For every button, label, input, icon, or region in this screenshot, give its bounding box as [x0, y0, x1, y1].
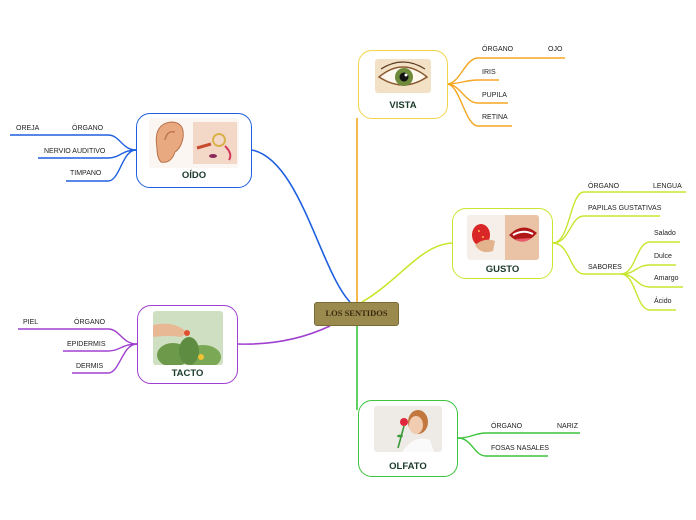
connector-oido [251, 149, 351, 303]
topic-gusto[interactable]: GUSTO [452, 208, 553, 279]
sabor-amargo: Amargo [654, 275, 679, 282]
tacto-organo-label: ÓRGANO [74, 319, 106, 326]
sabor-salado: Salado [654, 230, 676, 237]
oido-organo-value: OREJA [16, 125, 40, 132]
connector-tacto [237, 325, 331, 345]
sabor-acido: Ácido [654, 298, 672, 305]
ear-anatomy [149, 118, 239, 168]
gusto-organo-value: LENGUA [653, 183, 682, 190]
hand-touching-cactus [153, 311, 223, 365]
vista-organo-value: OJO [548, 46, 563, 53]
woman-smelling-flower [374, 406, 442, 452]
topic-oido[interactable]: OÍDO [136, 113, 252, 188]
gusto-sabores: SABORES [588, 264, 622, 271]
connector-gusto [361, 242, 453, 303]
sabor-dulce: Dulce [654, 253, 672, 260]
oido-organo-label: ÓRGANO [72, 125, 104, 132]
topic-tacto[interactable]: TACTO [137, 305, 238, 384]
mouth-with-strawberry [467, 215, 539, 260]
gusto-papilas: PAPILAS GUSTATIVAS [588, 205, 662, 212]
oido-part-nervio: NERVIO AUDITIVO [44, 148, 106, 155]
tacto-part-epidermis: EPIDERMIS [67, 341, 106, 348]
olfato-organo-label: ÓRGANO [491, 423, 523, 430]
oido-part-timpano: TIMPANO [70, 170, 102, 177]
olfato-organo-value: NARIZ [557, 423, 578, 430]
olfato-fosas: FOSAS NASALES [491, 445, 549, 452]
topic-title-tacto: TACTO [171, 368, 204, 379]
topic-title-gusto: GUSTO [485, 264, 520, 275]
vista-part-retina: RETINA [482, 114, 508, 121]
vista-organo-label: ÓRGANO [482, 46, 514, 53]
tacto-part-dermis: DERMIS [76, 363, 104, 370]
topic-vista[interactable]: VISTA [358, 50, 448, 119]
topic-title-olfato: OLFATO [389, 461, 427, 472]
topic-olfato[interactable]: OLFATO [358, 400, 458, 477]
topic-title-oido: OÍDO [181, 170, 207, 181]
gusto-organo-label: ÓRGANO [588, 183, 620, 190]
tacto-organo-value: PIEL [23, 319, 39, 326]
eye-illustration [375, 59, 431, 93]
topic-title-vista: VISTA [389, 100, 417, 111]
vista-part-iris: IRIS [482, 69, 496, 76]
central-topic[interactable]: LOS SENTIDOS [314, 302, 399, 326]
vista-part-pupila: PUPILA [482, 92, 507, 99]
